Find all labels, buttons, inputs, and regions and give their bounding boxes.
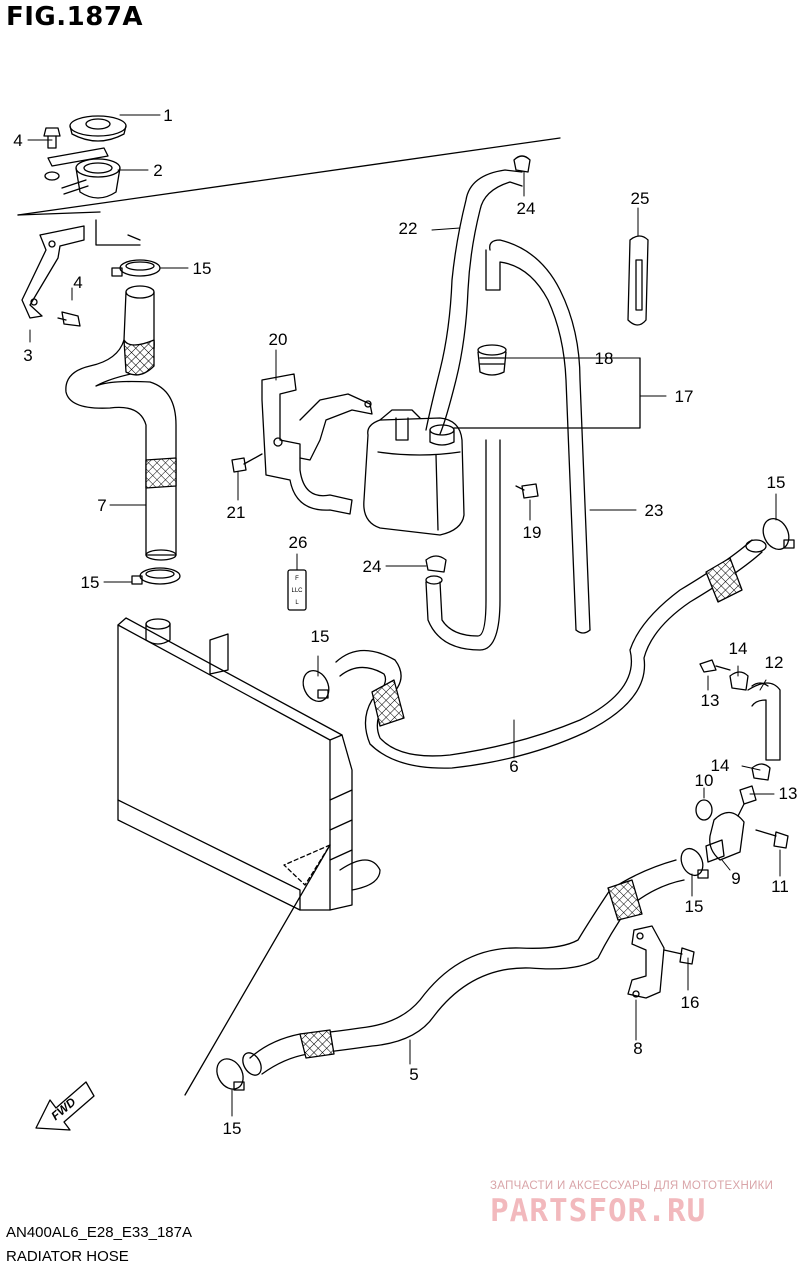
hose-22 bbox=[425, 169, 523, 435]
hose-12 bbox=[747, 682, 781, 761]
o-ring bbox=[695, 799, 713, 821]
callout-14: 14 bbox=[729, 639, 748, 658]
callout-17: 17 bbox=[675, 387, 694, 406]
callout-13: 13 bbox=[779, 784, 798, 803]
figure-name: RADIATOR HOSE bbox=[6, 1248, 129, 1265]
clamp-lower-hose7 bbox=[131, 567, 181, 585]
clamp-24-top bbox=[513, 155, 531, 173]
leader-17-bracket bbox=[453, 357, 641, 429]
callout-numbers: 1 2 3 4 4 5 6 7 8 9 10 11 12 13 13 14 14… bbox=[13, 106, 797, 1138]
callout-13: 13 bbox=[701, 691, 720, 710]
callout-9: 9 bbox=[731, 869, 740, 888]
clamp-hose5-right bbox=[680, 847, 709, 879]
assembly-reference-lines bbox=[17, 137, 561, 1096]
clamp-upper-hose7 bbox=[111, 259, 161, 277]
radiator-cap bbox=[69, 115, 127, 142]
callout-22: 22 bbox=[399, 219, 418, 238]
callout-7: 7 bbox=[97, 496, 106, 515]
bracket-8 bbox=[627, 925, 665, 999]
callout-15: 15 bbox=[223, 1119, 242, 1138]
reservoir-cap bbox=[477, 344, 507, 376]
hose-5 bbox=[242, 859, 685, 1076]
callout-21: 21 bbox=[227, 503, 246, 522]
reservoir-label-l: L bbox=[295, 600, 299, 606]
callout-24: 24 bbox=[363, 557, 382, 576]
callout-15: 15 bbox=[81, 573, 100, 592]
callout-15: 15 bbox=[311, 627, 330, 646]
callout-10: 10 bbox=[695, 771, 714, 790]
callout-19: 19 bbox=[523, 523, 542, 542]
filler-neck bbox=[47, 147, 121, 199]
callout-16: 16 bbox=[681, 993, 700, 1012]
callout-1: 1 bbox=[163, 106, 172, 125]
bolt-11 bbox=[755, 829, 789, 849]
thermostat-cover bbox=[705, 811, 745, 863]
screw-19 bbox=[515, 483, 539, 499]
figure-title: FIG.187A bbox=[6, 2, 144, 32]
figure-code: AN400AL6_E28_E33_187A bbox=[6, 1224, 192, 1241]
fitting-13-top bbox=[699, 659, 731, 673]
callout-4: 4 bbox=[13, 131, 22, 150]
leader-lines bbox=[27, 114, 781, 1117]
bolt-16 bbox=[663, 947, 695, 965]
callout-12: 12 bbox=[765, 653, 784, 672]
callout-14: 14 bbox=[711, 756, 730, 775]
clamp-14-top bbox=[729, 671, 749, 691]
bolt-bracket bbox=[57, 311, 81, 327]
callout-25: 25 bbox=[631, 189, 650, 208]
callout-2: 2 bbox=[153, 161, 162, 180]
callout-6: 6 bbox=[509, 757, 518, 776]
drain-tube bbox=[425, 439, 501, 651]
callout-3: 3 bbox=[23, 346, 32, 365]
callout-18: 18 bbox=[595, 349, 614, 368]
clamp-hose5-left bbox=[216, 1058, 245, 1091]
callout-26: 26 bbox=[289, 533, 308, 552]
mounting-bracket bbox=[21, 225, 85, 319]
clamp-hose6-right bbox=[762, 517, 795, 551]
clamp-hose6-left bbox=[302, 669, 330, 703]
fwd-arrow-icon bbox=[35, 1081, 95, 1131]
reservoir-bracket bbox=[261, 373, 373, 515]
reservoir-tank bbox=[363, 409, 465, 536]
callout-4: 4 bbox=[73, 273, 82, 292]
hose-7 bbox=[65, 285, 177, 561]
callout-15: 15 bbox=[685, 897, 704, 916]
strap-25 bbox=[627, 235, 649, 326]
callout-24: 24 bbox=[517, 199, 536, 218]
clamp-24-bottom bbox=[425, 555, 447, 573]
callout-8: 8 bbox=[633, 1039, 642, 1058]
watermark-logo: PARTSFOR.RU bbox=[490, 1193, 707, 1229]
callout-11: 11 bbox=[771, 877, 789, 896]
reservoir-label-llc: LLC bbox=[291, 588, 303, 594]
screw-21 bbox=[231, 453, 263, 473]
reservoir-label-f: F bbox=[295, 576, 299, 582]
radiator bbox=[117, 617, 381, 911]
hose-23 bbox=[485, 239, 591, 634]
bolt-top bbox=[43, 127, 61, 181]
hose-6 bbox=[335, 539, 767, 769]
callout-15: 15 bbox=[767, 473, 786, 492]
watermark-tagline: ЗАПЧАСТИ И АКСЕССУАРЫ ДЛЯ МОТОТЕХНИКИ bbox=[490, 1180, 774, 1192]
fitting-13-bottom bbox=[737, 785, 757, 817]
callout-15: 15 bbox=[193, 259, 212, 278]
reservoir-label: F LLC L bbox=[291, 576, 303, 606]
callout-23: 23 bbox=[645, 501, 664, 520]
clamp-14-bottom bbox=[751, 763, 771, 781]
callout-20: 20 bbox=[269, 330, 288, 349]
callout-5: 5 bbox=[409, 1065, 418, 1084]
